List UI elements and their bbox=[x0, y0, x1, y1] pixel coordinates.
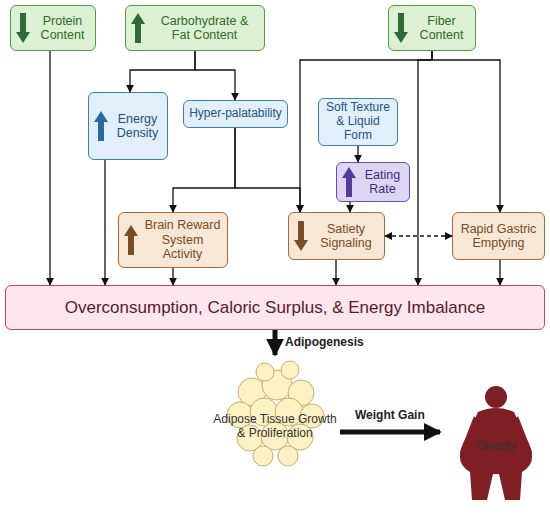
node-label: Fiber Content bbox=[413, 14, 470, 43]
process-box: Energy Density bbox=[88, 92, 168, 160]
connector-arrow bbox=[172, 268, 173, 285]
node-label: Overconsumption, Caloric Surplus, & Ener… bbox=[65, 298, 485, 318]
trend-arrow-icon bbox=[16, 13, 30, 43]
connector-arrow bbox=[235, 128, 300, 212]
connector-arrow bbox=[418, 51, 432, 285]
connector-arrow bbox=[335, 260, 336, 285]
text-box: Satiety Signaling bbox=[313, 222, 379, 251]
process-box: Eating Rate bbox=[336, 162, 410, 202]
connector-arrow bbox=[195, 51, 235, 100]
process-box: Soft Texture & Liquid Form bbox=[318, 98, 398, 146]
text-box: Carbohydrate & Fat Content bbox=[150, 14, 259, 43]
connector-arrow bbox=[104, 160, 105, 285]
node-label: Carbohydrate & Fat Content bbox=[150, 14, 259, 43]
process-box: Satiety Signaling bbox=[288, 212, 385, 260]
node-label: Energy Density bbox=[113, 112, 162, 141]
node-label: Hyper-palatability bbox=[189, 107, 282, 121]
outcome-node: Obesity bbox=[440, 378, 550, 518]
node-label: Adipose Tissue Growth & Proliferation bbox=[210, 413, 340, 441]
text-box: Eating Rate bbox=[361, 168, 404, 197]
node-label: Rapid Gastric Emptying bbox=[458, 222, 539, 251]
trend-arrow-shape bbox=[131, 13, 145, 43]
edge-label: Weight Gain bbox=[355, 408, 425, 422]
connector-arrow bbox=[300, 51, 432, 212]
process-box: Brain Reward System Activity bbox=[118, 212, 228, 268]
outcome-node: Adipose Tissue Growth & Proliferation bbox=[210, 355, 340, 500]
process-box: Hyper-palatability bbox=[183, 100, 288, 128]
process-box: Overconsumption, Caloric Surplus, & Ener… bbox=[5, 285, 545, 330]
trend-arrow-icon bbox=[294, 221, 308, 251]
trend-arrow-shape bbox=[16, 13, 30, 43]
trend-arrow-shape bbox=[94, 111, 108, 141]
node-label: Satiety Signaling bbox=[313, 222, 379, 251]
trend-arrow-shape bbox=[124, 225, 138, 255]
text-box: Soft Texture & Liquid Form bbox=[324, 101, 392, 142]
trend-arrow-icon bbox=[131, 13, 145, 43]
connector-arrow bbox=[49, 51, 50, 285]
process-arrow bbox=[340, 430, 440, 435]
process-box: Fiber Content bbox=[388, 5, 476, 51]
text-box: Obesity bbox=[476, 378, 517, 516]
text-box: Fiber Content bbox=[413, 14, 470, 43]
connector-arrow bbox=[357, 146, 358, 162]
node-label: Obesity bbox=[476, 440, 517, 454]
trend-arrow-icon bbox=[94, 111, 108, 141]
connector-arrow bbox=[130, 51, 195, 92]
process-arrow bbox=[273, 330, 278, 355]
trend-arrow-icon bbox=[342, 167, 356, 197]
text-box: Rapid Gastric Emptying bbox=[458, 222, 539, 251]
text-box: Overconsumption, Caloric Surplus, & Ener… bbox=[11, 298, 539, 318]
text-box: Adipose Tissue Growth & Proliferation bbox=[210, 355, 340, 498]
connector-arrow bbox=[432, 51, 500, 212]
connector-arrow bbox=[349, 202, 350, 212]
text-box: Energy Density bbox=[113, 112, 162, 141]
trend-arrow-shape bbox=[394, 13, 408, 43]
obese-person-illustration bbox=[460, 386, 532, 500]
process-box: Rapid Gastric Emptying bbox=[452, 212, 545, 260]
trend-arrow-icon bbox=[124, 225, 138, 255]
node-label: Protein Content bbox=[35, 14, 90, 43]
text-box: Brain Reward System Activity bbox=[143, 218, 222, 261]
process-box: Protein Content bbox=[10, 5, 96, 51]
node-label: Brain Reward System Activity bbox=[143, 218, 222, 261]
node-label: Eating Rate bbox=[361, 168, 404, 197]
connector-arrow bbox=[385, 235, 452, 236]
connector-arrow bbox=[499, 260, 500, 285]
text-box: Hyper-palatability bbox=[189, 107, 282, 121]
trend-arrow-icon bbox=[394, 13, 408, 43]
edge-label: Adipogenesis bbox=[285, 335, 364, 349]
text-box: Protein Content bbox=[35, 14, 90, 43]
node-label: Soft Texture & Liquid Form bbox=[324, 101, 392, 142]
trend-arrow-shape bbox=[342, 167, 356, 197]
process-box: Carbohydrate & Fat Content bbox=[125, 5, 265, 51]
connector-arrow bbox=[173, 128, 235, 212]
trend-arrow-shape bbox=[294, 221, 308, 251]
